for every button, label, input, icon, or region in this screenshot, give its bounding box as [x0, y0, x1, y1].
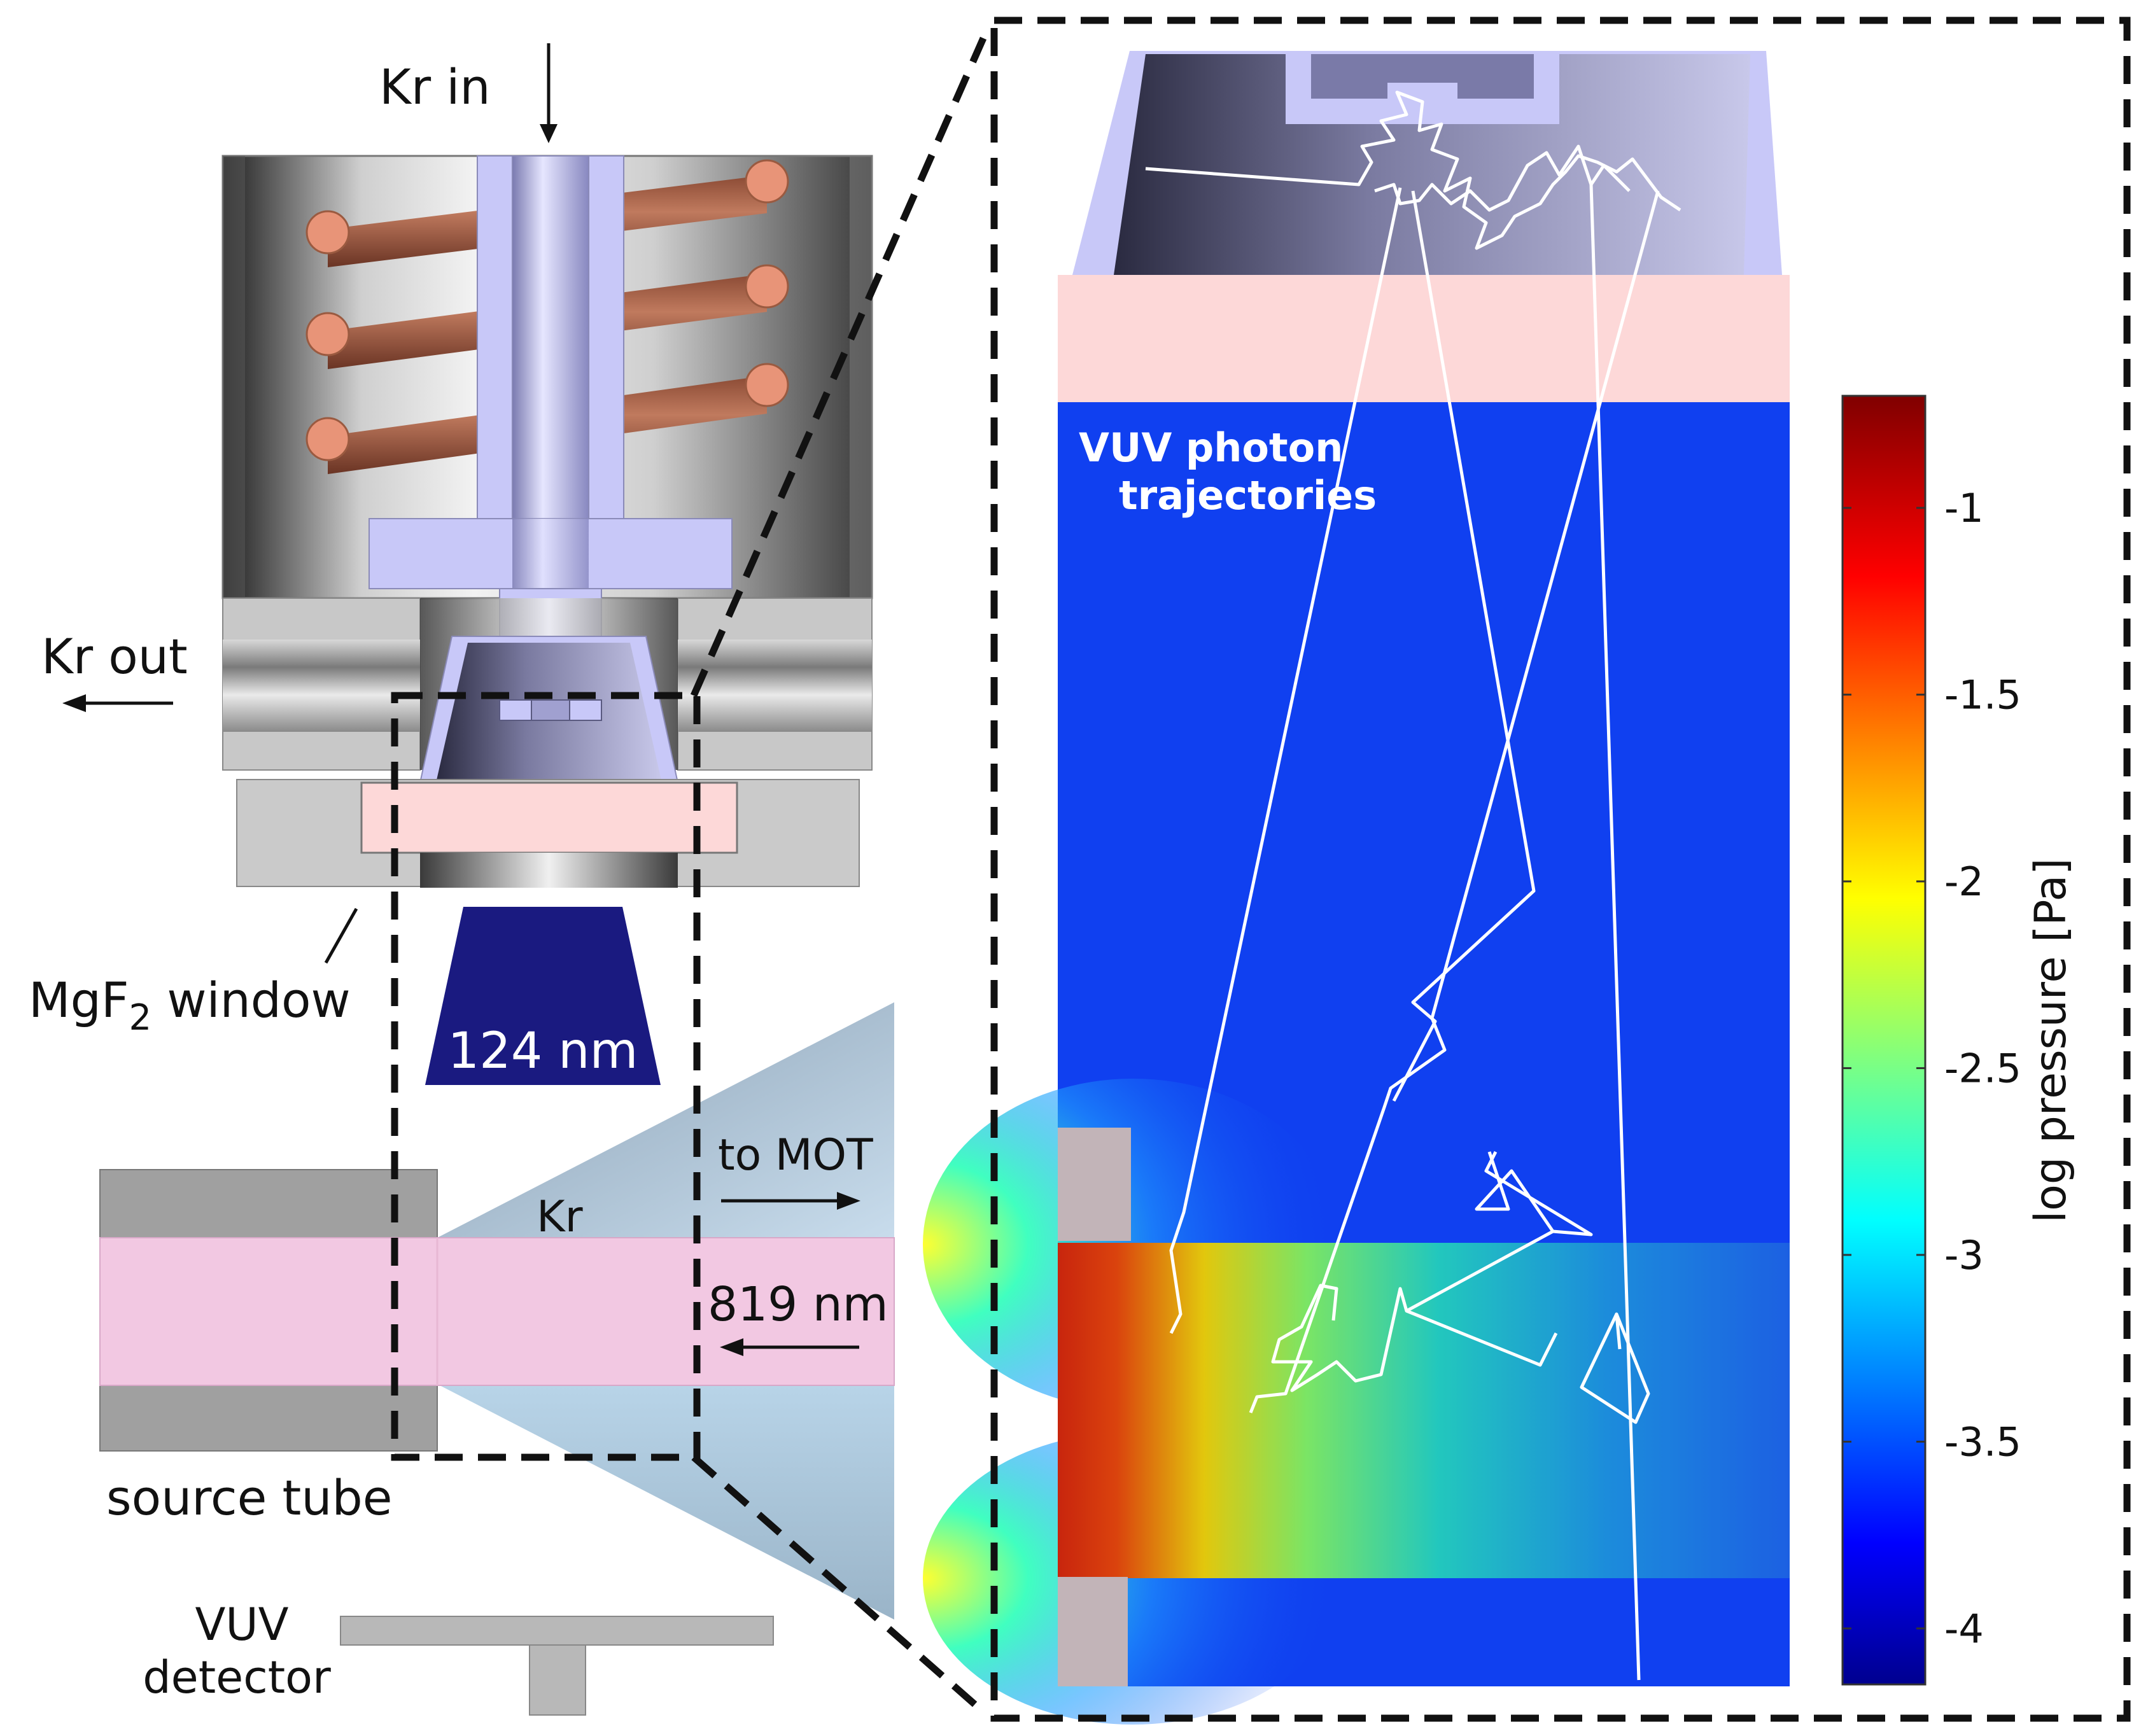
trajectory-9: [1406, 1309, 1558, 1367]
zoom-tube-bottom: [1058, 1577, 1128, 1686]
colorbar-tick-label: -1: [1944, 485, 1984, 531]
kr-out-channel-left: [223, 640, 420, 732]
mgf2-suffix: window: [151, 972, 351, 1028]
mgf2-prefix: MgF: [29, 972, 129, 1028]
zoom-panel-frame: [990, 17, 2131, 1722]
colorbar-tick-label: -3: [1944, 1232, 1984, 1278]
colorbar-tick-label: -1.5: [1944, 672, 2021, 718]
trajectory-10: [1580, 1312, 1650, 1424]
source-tube-top: [99, 1169, 438, 1240]
zoom-tube-top: [1058, 1128, 1131, 1241]
kr-in-arrow: [540, 43, 558, 143]
kr-out-channel-right: [678, 640, 872, 732]
left-apparatus: 124 nm: [29, 36, 987, 1716]
kr-cone-lower: [437, 1384, 894, 1620]
colorbar-tick-label: -3.5: [1944, 1418, 2021, 1465]
colorbar: [1841, 395, 1927, 1686]
kr-label: Kr: [537, 1192, 583, 1242]
window-bottom-cylinder: [420, 853, 678, 888]
source-tube-bottom: [99, 1383, 438, 1452]
photon-trajectories: [1145, 90, 1681, 1681]
zoom-connector-top: [690, 36, 987, 697]
window-pointer: [324, 907, 358, 964]
trajectory-8: [1271, 1229, 1554, 1392]
vuv-photon-label-2: trajectories: [1119, 472, 1377, 519]
to-mot-label: to MOT: [718, 1130, 873, 1180]
zoom-mgf2-window: [1058, 275, 1790, 402]
vuv-detector-label-1: VUV: [195, 1599, 288, 1651]
source-tube-label: source tube: [106, 1469, 393, 1526]
wavelength-819-label: 819 nm: [708, 1277, 888, 1332]
colorbar-ticks: -1 -1.5 -2 -2.5 -3 -3.5 -4: [1843, 485, 2021, 1652]
vuv-photon-label-1: VUV photon: [1079, 424, 1343, 471]
zoom-connector-bottom: [691, 1454, 986, 1715]
mgf2-window-label: MgF2 window: [29, 972, 351, 1039]
vuv-lamp: [425, 907, 661, 1085]
colorbar-tick-label: -2: [1944, 858, 1984, 905]
zoom-panel: VUV photon trajectories -1 -1.5 -2 -2.5 -3 -3…: [923, 17, 2131, 1725]
to-mot-arrow: [721, 1192, 860, 1210]
mgf2-subscript: 2: [129, 997, 152, 1039]
vuv-detector: [340, 1616, 774, 1716]
trajectory-6: [1249, 190, 1660, 1413]
colorbar-label: log pressure [Pa]: [2026, 858, 2076, 1222]
trajectory-7: [1475, 1151, 1593, 1236]
kr-cone-upper: [437, 1002, 894, 1238]
trajectory-2: [1374, 144, 1631, 212]
kr-in-label: Kr in: [379, 59, 491, 115]
vuv-detector-label-2: detector: [143, 1651, 331, 1704]
trajectory-3: [1169, 187, 1402, 1334]
colorbar-tick-label: -2.5: [1944, 1046, 2021, 1092]
mgf2-window: [360, 781, 738, 854]
laser-arrow: [720, 1338, 859, 1356]
kr-out-label: Kr out: [41, 628, 188, 685]
colorbar-tick-label: -4: [1944, 1606, 1984, 1652]
zoom-region-box: [391, 692, 701, 1461]
trajectory-4: [1392, 190, 1536, 1102]
kr-out-arrow: [62, 694, 173, 712]
wavelength-124-label: 124 nm: [447, 1023, 638, 1080]
trajectory-5: [1589, 184, 1641, 1681]
laser-beam-819: [99, 1237, 895, 1386]
trajectory-1: [1145, 90, 1681, 250]
